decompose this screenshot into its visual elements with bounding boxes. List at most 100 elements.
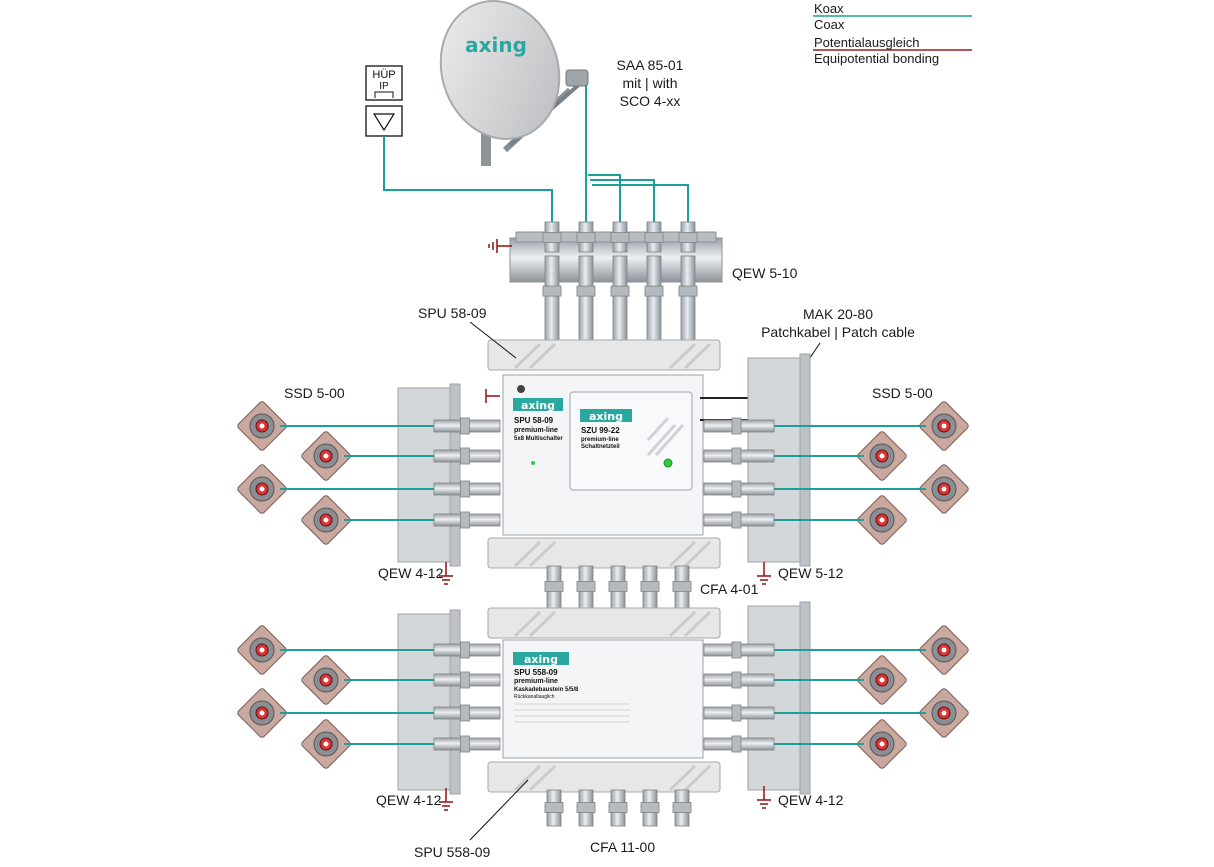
connector-left-8-nut [459,735,470,753]
qew-out-connector-3-body [612,255,628,343]
ssd-outlet-right-1 [919,401,969,451]
mak-label-line-1: MAK 20-80 [803,306,873,322]
ssd-outlet-left-5 [237,625,287,675]
spu-bottom-label: SPU 558-09 [414,844,490,860]
qew-out-connector-4 [644,255,664,343]
cfa-11-00-5 [672,789,692,827]
ssd-outlet-left-4 [301,495,351,545]
qew-out-connector-5-body [680,255,696,343]
cfa-bottom-label: CFA 11-00 [590,839,655,855]
spu-type: 5x8 Multischalter [514,436,563,442]
right-bracket-bottom [747,601,811,795]
qew-right-2-label: QEW 4-12 [778,792,844,808]
qew-top-label: QEW 5-10 [732,265,798,281]
spu-ground [485,389,500,403]
qew-out-connector-1 [542,255,562,343]
ssd-outlet-left-1 [237,401,287,451]
qew-left-2-label: QEW 4-12 [376,792,442,808]
qew-out-connector-4-body [646,255,662,343]
connector-left-1 [433,417,501,435]
ssd-outlet-left-7 [237,688,287,738]
legend-bonding-de: Potentialausgleich [814,35,920,50]
connector-right-5 [703,641,775,659]
connector-left-4-nut [459,511,470,529]
ssd-outlet-right-1-pin [941,423,947,429]
left-bracket-bottom [397,609,461,795]
connector-right-8-nut [731,735,742,753]
qew-in-connector-2 [576,221,596,253]
dish-label: SAA 85-01 mit | with SCO 4-xx [617,57,684,109]
spu2-logo: axing [524,653,558,666]
cfa-4-01-4 [640,565,660,611]
connector-right-6 [703,671,775,689]
spu-logo-plate [513,398,563,411]
qew-in-connector-5 [678,221,698,253]
ssd-outlet-left-3-pin [259,486,265,492]
connector-left-5-nut [459,641,470,659]
cfa-4-01-5-nut [672,581,692,592]
connector-right-7 [703,704,775,722]
ssd-outlet-right-8-pin [879,741,885,747]
huep-label: HÜP [372,69,395,81]
connector-left-6 [433,671,501,689]
cfa-11-00-connectors [544,789,692,827]
qew-out-connector-2-body [578,255,594,343]
connector-left-3 [433,480,501,498]
huep-ip-label: IP [379,81,389,92]
qew-5-10-ground [488,239,512,253]
qew-out-connector-3 [610,255,630,343]
qew-in-connector-1 [542,221,562,253]
spu2-sub: Rückkanaltauglich [514,694,555,700]
ssd-outlet-right-5 [919,625,969,675]
spu-model: SPU 58-09 [514,416,554,425]
qew-out-connector-1-body [544,255,560,343]
satellite-dish: axing [439,0,589,166]
legend-bonding-en: Equipotential bonding [814,51,939,66]
cfa-4-01-1 [544,565,564,611]
szu-99-22: axing SZU 99-22 premium-line Schaltnetzt… [569,391,693,491]
cfa-4-01-5 [672,565,692,611]
outlet-cables [280,417,926,753]
connector-right-6-nut [731,671,742,689]
dish-label-line-3: SCO 4-xx [620,93,681,109]
ssd-outlet-left-6 [301,655,351,705]
qew-out-connector-4-nut [644,285,664,297]
spu2-line: premium-line [514,678,558,685]
legend-coax-de: Koax [814,1,844,16]
feed-cables [383,85,689,226]
connector-left-6-nut [459,671,470,689]
connector-right-4-nut [731,511,742,529]
ssd-outlet-right-4-pin [879,517,885,523]
outlets [237,401,969,769]
dish-reflector [439,0,561,140]
legend: Koax Coax Potentialausgleich Equipotenti… [813,1,972,66]
ssd-outlet-right-2-pin [879,453,885,459]
ssd-outlet-left-5-pin [259,647,265,653]
amplifier-triangle-icon [372,113,396,132]
bracket-grounds [439,562,771,811]
cfa-mid-label: CFA 4-01 [700,581,759,597]
ground-left-1 [439,562,453,585]
ssd-outlet-right-7 [919,688,969,738]
ssd-outlet-right-3 [919,464,969,514]
szu-line: premium-line [581,437,619,443]
cfa-4-01-3-nut [608,581,628,592]
ssd-outlet-right-4 [857,495,907,545]
szu-vent [646,416,685,457]
cfa-4-01-2 [576,565,596,611]
connector-right-1 [703,417,775,435]
qew-right-1-label: QEW 5-12 [778,565,844,581]
dish-mast [481,118,491,166]
ssd-outlet-left-3 [237,464,287,514]
szu-model: SZU 99-22 [581,426,620,435]
ssd-outlet-left-8 [301,719,351,769]
qew-5-10-connectors [542,221,698,343]
cfa-11-00-2 [576,789,596,827]
szu-logo: axing [589,410,623,423]
spu2-top-cover [487,607,721,639]
ssd-left-label: SSD 5-00 [284,385,345,401]
connector-right-1-nut [731,417,742,435]
qew-in-connector-2-nut [576,232,596,243]
spu-bottom-cover [487,537,721,569]
